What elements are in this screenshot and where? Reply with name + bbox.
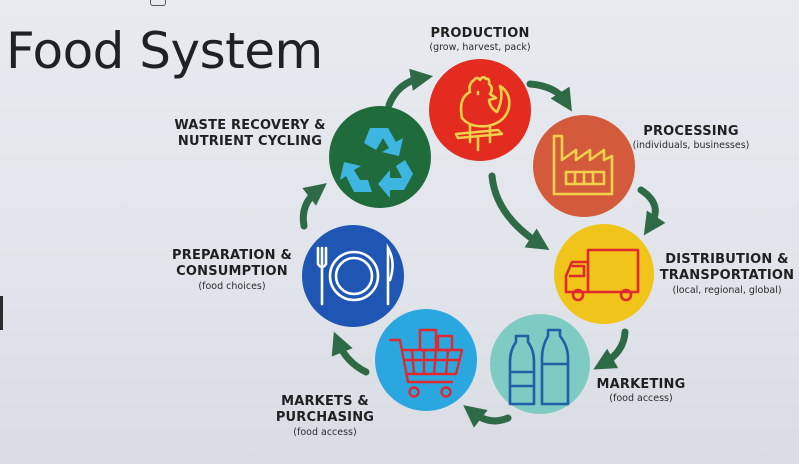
- factory-icon: [552, 134, 614, 196]
- processing-node: [533, 115, 635, 217]
- production-name: PRODUCTION: [430, 26, 530, 41]
- arrow-processing-to-distribution: [637, 186, 666, 236]
- waste-name-1: WASTE RECOVERY &: [174, 118, 326, 133]
- arrow-production-to-distribution: [488, 172, 550, 251]
- cycle-arrows: [299, 68, 666, 428]
- processing-sub: (individuals, businesses): [632, 140, 750, 152]
- preparation-node: [302, 225, 404, 327]
- preparation-circle: [302, 225, 404, 327]
- arrow-production-to-processing: [526, 80, 572, 112]
- arrow-preparation-to-waste: [299, 183, 327, 230]
- truck-icon: [564, 248, 640, 302]
- distribution-sub: (local, regional, global): [672, 284, 782, 296]
- production-node: [429, 59, 531, 161]
- recycle-icon: [340, 128, 413, 198]
- production-circle: [429, 59, 531, 161]
- processing-circle: [533, 115, 635, 217]
- markets-sub: (food access): [293, 426, 357, 438]
- distribution-label: DISTRIBUTION & TRANSPORTATION (local, re…: [659, 252, 795, 296]
- marketing-circle: [490, 314, 590, 414]
- waste-circle: [329, 106, 431, 208]
- marketing-name: MARKETING: [596, 377, 686, 392]
- arrow-waste-to-production: [385, 68, 434, 109]
- marketing-sub: (food access): [609, 393, 673, 405]
- preparation-label: PREPARATION & CONSUMPTION (food choices): [162, 248, 302, 292]
- distribution-name-1: DISTRIBUTION &: [665, 252, 789, 267]
- distribution-name-2: TRANSPORTATION: [659, 268, 795, 284]
- slide-title: Food System: [6, 22, 323, 80]
- distribution-node: [554, 224, 654, 324]
- preparation-sub: (food choices): [198, 280, 266, 292]
- production-label: PRODUCTION (grow, harvest, pack): [408, 26, 552, 54]
- processing-name: PROCESSING: [643, 124, 739, 139]
- bottles-icon: [508, 328, 570, 406]
- markets-name-1: MARKETS &: [281, 394, 369, 409]
- preparation-name-2: CONSUMPTION: [176, 264, 288, 280]
- preparation-name-1: PREPARATION &: [172, 248, 292, 263]
- arrow-distribution-to-marketing: [593, 328, 629, 370]
- marketing-node: [490, 314, 590, 414]
- arrow-marketing-to-markets: [463, 405, 512, 428]
- marketing-label: MARKETING (food access): [588, 377, 694, 405]
- top-edge-mark: [150, 0, 166, 6]
- markets-node: [375, 309, 477, 411]
- waste-label: WASTE RECOVERY & NUTRIENT CYCLING: [170, 118, 330, 151]
- markets-label: MARKETS & PURCHASING (food access): [262, 394, 388, 438]
- rooster-icon: [454, 75, 511, 152]
- arrow-markets-to-preparation: [331, 331, 370, 376]
- shopping-cart-icon: [388, 328, 464, 398]
- plate-cutlery-icon: [316, 243, 394, 306]
- production-sub: (grow, harvest, pack): [429, 42, 531, 54]
- markets-name-2: PURCHASING: [275, 410, 375, 426]
- waste-node: [329, 106, 431, 208]
- processing-label: PROCESSING (individuals, businesses): [626, 124, 756, 152]
- waste-name-2: NUTRIENT CYCLING: [177, 134, 323, 150]
- left-edge-mark: [0, 296, 3, 330]
